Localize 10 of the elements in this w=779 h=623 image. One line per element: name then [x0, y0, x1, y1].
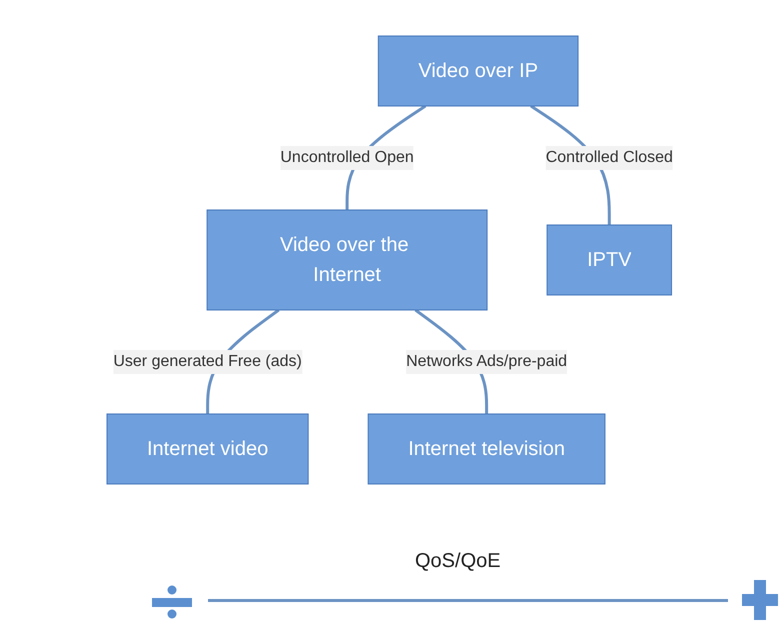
edge-label: Controlled Closed	[545, 148, 672, 166]
edge-label: Networks Ads/pre-paid	[406, 352, 567, 370]
edge-label: User generated Free (ads)	[112, 352, 302, 370]
node-box: Internet television	[367, 413, 605, 484]
node-box: IPTV	[546, 224, 672, 296]
node-box: Video over the Internet	[206, 210, 488, 310]
node-box: Video over IP	[377, 36, 578, 106]
edge-label: Uncontrolled Open	[280, 148, 414, 166]
node-box: Internet video	[106, 413, 308, 484]
scale-label: QoS/QoE	[415, 550, 501, 573]
